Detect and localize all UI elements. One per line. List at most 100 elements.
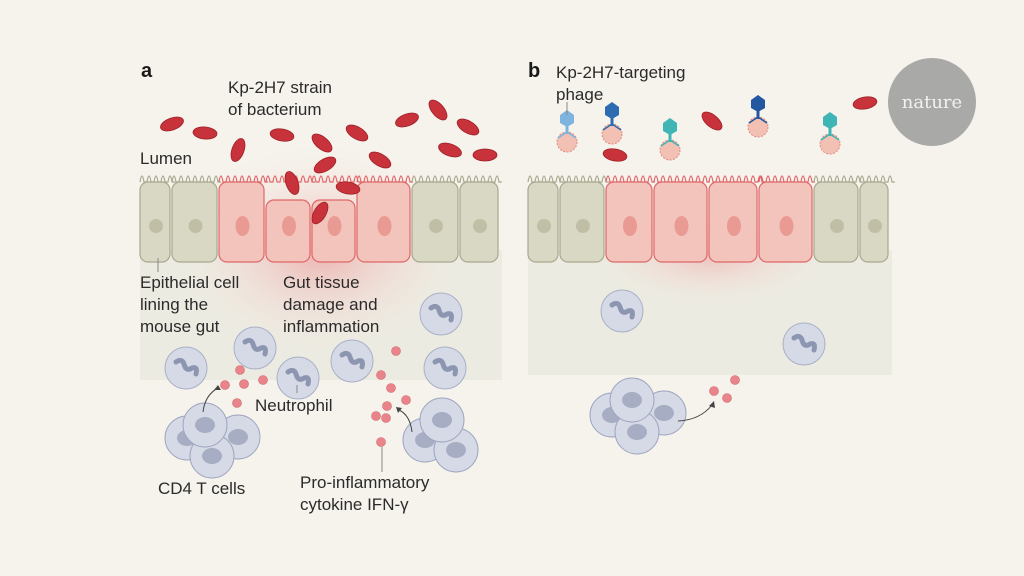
bacterium xyxy=(192,126,218,140)
nucleus xyxy=(473,219,487,233)
inflamed-epithelial-cell xyxy=(605,175,656,263)
phage-tail xyxy=(668,130,672,142)
nucleus xyxy=(429,219,443,233)
phage xyxy=(601,102,623,145)
arrow-tcell-b xyxy=(677,404,713,422)
bacterium xyxy=(335,181,361,195)
phage-head xyxy=(605,102,619,119)
cytokine-ifn-gamma xyxy=(709,386,719,396)
phage-legs xyxy=(820,133,840,141)
neutrophil-nucleus xyxy=(609,300,635,320)
inflamed-epithelial-cell xyxy=(265,175,316,263)
phage xyxy=(819,112,841,155)
arrowhead xyxy=(214,385,221,390)
bacterium xyxy=(428,99,448,121)
cytokine-ifn-gamma xyxy=(376,437,386,447)
bacterium xyxy=(313,156,337,174)
t-cell xyxy=(419,397,465,443)
epithelial-cell-label: Epithelial cell lining the mouse gut xyxy=(140,273,240,336)
microvilli xyxy=(605,175,656,183)
epithelial-cell xyxy=(139,175,176,263)
microvilli xyxy=(859,175,896,183)
neutrophil xyxy=(330,339,374,383)
cd4-t-cells-label: CD4 T cells xyxy=(158,479,246,498)
t-cell xyxy=(182,402,228,448)
phage-tail xyxy=(565,122,569,134)
bacterium xyxy=(311,201,329,225)
nucleus xyxy=(282,216,296,236)
epithelial-cell xyxy=(527,175,564,263)
panel-a-label: a xyxy=(141,60,153,82)
arrowhead xyxy=(709,401,715,408)
nucleus xyxy=(537,219,551,233)
cytokine-ifn-gamma xyxy=(382,401,392,411)
nucleus xyxy=(235,216,250,236)
microvilli xyxy=(813,175,864,183)
nucleus xyxy=(779,216,794,236)
inflamed-epithelial-cell xyxy=(356,175,414,263)
bacterium xyxy=(472,148,498,162)
microvilli xyxy=(708,175,766,183)
phage-legs xyxy=(557,131,577,139)
bacterium xyxy=(230,138,246,162)
nucleus xyxy=(377,216,392,236)
bacterium xyxy=(368,151,392,169)
t-cell-nucleus xyxy=(432,412,452,428)
microvilli xyxy=(758,175,816,183)
neutrophil-nucleus xyxy=(242,337,268,357)
panel-b-label: b xyxy=(528,60,541,82)
cytokine-ifn-gamma xyxy=(235,365,245,375)
nucleus xyxy=(327,216,342,236)
cytokine-ifn-gamma xyxy=(391,346,401,356)
t-cell-nucleus xyxy=(446,442,466,458)
cytokine-ifn-gamma xyxy=(381,413,391,423)
lumen-label: Lumen xyxy=(140,149,192,168)
epithelium-a xyxy=(139,175,503,263)
neutrophil xyxy=(782,322,826,366)
neutrophil xyxy=(423,346,467,390)
phage-legs xyxy=(748,116,768,124)
t-cell-nucleus xyxy=(202,448,222,464)
cytokine-label: Pro-inflammatory cytokine IFN-γ xyxy=(300,473,430,514)
microvilli xyxy=(139,175,176,183)
epithelial-cell xyxy=(411,175,462,263)
bacterium xyxy=(395,112,419,128)
inflamed-epithelial-cell xyxy=(758,175,816,263)
neutrophil-nucleus xyxy=(285,367,311,387)
bacterium xyxy=(311,133,333,153)
nucleus xyxy=(623,216,637,236)
bacterium-label: Kp-2H7 strain of bacterium xyxy=(228,78,332,119)
cytokine-ifn-gamma xyxy=(220,380,230,390)
cytokine-ifn-gamma xyxy=(722,393,732,403)
bacterium xyxy=(438,142,462,158)
phage-head xyxy=(751,95,765,112)
cytokine-ifn-gamma xyxy=(730,375,740,385)
phage-tail xyxy=(828,124,832,136)
t-cell-nucleus xyxy=(228,429,248,445)
epithelium-b xyxy=(527,175,896,263)
lysing-bacterium xyxy=(601,123,623,145)
lysing-bacterium xyxy=(747,116,769,138)
nucleus xyxy=(576,219,590,233)
bacterium xyxy=(456,118,480,136)
cytokine-ifn-gamma xyxy=(386,383,396,393)
neutrophil-nucleus xyxy=(791,333,817,353)
cytokine-ifn-gamma xyxy=(371,411,381,421)
t-cell xyxy=(609,377,655,423)
inflamed-epithelial-cell xyxy=(653,175,711,263)
neutrophil-label: Neutrophil xyxy=(255,396,333,415)
inflamed-epithelial-cell xyxy=(708,175,766,263)
phage-legs xyxy=(602,123,622,131)
immune-cells xyxy=(164,289,826,479)
bacterium xyxy=(345,124,369,142)
lysing-bacterium xyxy=(659,139,681,161)
t-cell-nucleus xyxy=(195,417,215,433)
nucleus xyxy=(674,216,689,236)
cytokine-ifn-gamma xyxy=(376,370,386,380)
bacterium xyxy=(852,96,878,110)
bacterium xyxy=(602,148,628,162)
neutrophil-nucleus xyxy=(428,303,454,323)
phage xyxy=(747,95,769,138)
epithelial-cell xyxy=(559,175,610,263)
